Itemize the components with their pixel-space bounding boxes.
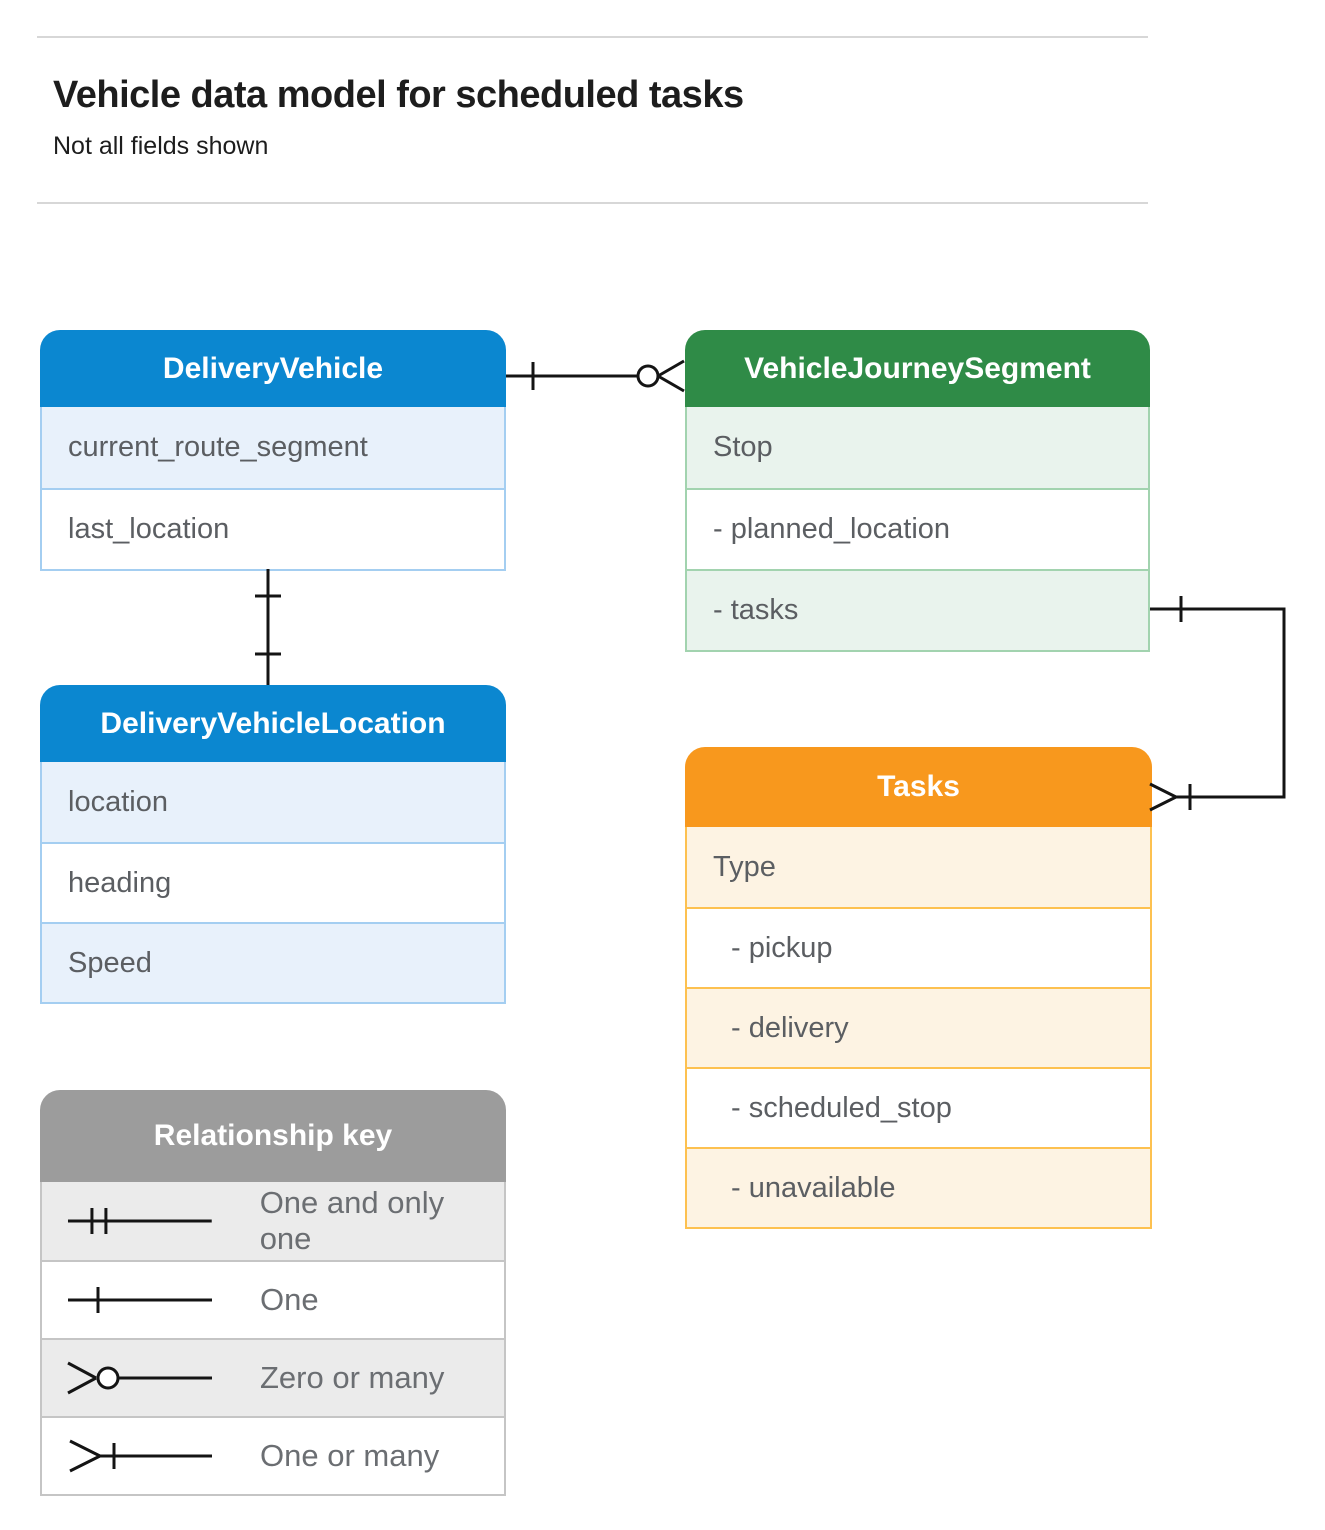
row-label: - unavailable xyxy=(731,1171,896,1204)
table-row: location xyxy=(42,762,504,842)
row-label: One and only one xyxy=(259,1185,445,1256)
connector-deliveryvehicle-vehiclejourneysegment xyxy=(506,359,685,393)
table-body: Type - pickup - delivery - scheduled_stop - … xyxy=(685,827,1152,1229)
table-header: DeliveryVehicle xyxy=(40,330,506,407)
table-row: One or many xyxy=(42,1416,504,1494)
top-divider xyxy=(37,36,1148,38)
crow-foot-icon xyxy=(1149,782,1177,812)
row-label: location xyxy=(68,785,168,818)
zero-circle-icon xyxy=(636,364,660,388)
title-divider xyxy=(37,202,1148,204)
row-label: last_location xyxy=(68,513,230,545)
table-row: - tasks xyxy=(687,569,1148,650)
row-label: - tasks xyxy=(713,594,799,626)
table-header: Relationship key xyxy=(40,1090,506,1182)
table-row: Zero or many xyxy=(42,1338,504,1416)
table-body: Stop - planned_location - tasks xyxy=(685,407,1150,652)
page-title: Vehicle data model for scheduled tasks xyxy=(53,74,744,116)
table-row: heading xyxy=(42,842,504,922)
row-label: - pickup xyxy=(731,931,833,964)
table-row: - unavailable xyxy=(687,1147,1150,1227)
table-row: - planned_location xyxy=(687,488,1148,569)
one-icon xyxy=(68,1287,212,1313)
table-row: One and only one xyxy=(42,1182,504,1260)
row-label: - delivery xyxy=(731,1011,849,1044)
table-row: Stop xyxy=(687,407,1148,488)
row-label: current_route_segment xyxy=(68,431,368,463)
row-label: heading xyxy=(68,866,172,899)
row-label: - scheduled_stop xyxy=(731,1091,952,1124)
connector-deliveryvehicle-deliveryvehiclelocation xyxy=(255,569,281,685)
table-row: - delivery xyxy=(687,987,1150,1067)
row-label: Stop xyxy=(713,431,773,463)
row-label: Zero or many xyxy=(260,1360,445,1395)
table-row: - scheduled_stop xyxy=(687,1067,1150,1147)
page-subtitle: Not all fields shown xyxy=(53,132,269,160)
table-row: One xyxy=(42,1260,504,1338)
entity-table-tasks: Tasks Type - pickup - delivery - scheduled_… xyxy=(685,747,1152,1229)
entity-table-vehicle-journey-segment: VehicleJourneySegment Stop - planned_loca… xyxy=(685,330,1150,652)
row-label: One or many xyxy=(260,1438,440,1473)
table-row: last_location xyxy=(42,488,504,569)
one-and-only-one-icon xyxy=(67,1208,212,1234)
table-body: current_route_segment last_location xyxy=(40,407,506,571)
zero-or-many-icon xyxy=(67,1361,212,1395)
table-row: Type xyxy=(687,827,1150,907)
row-label: One xyxy=(260,1282,319,1317)
table-row: Speed xyxy=(42,922,504,1002)
row-label: Type xyxy=(713,850,776,883)
one-or-many-icon xyxy=(69,1439,212,1473)
table-row: - pickup xyxy=(687,907,1150,987)
table-header: DeliveryVehicleLocation xyxy=(40,685,506,762)
connector-vehiclejourneysegment-tasks xyxy=(1149,596,1286,812)
table-header: VehicleJourneySegment xyxy=(685,330,1150,407)
row-label: Speed xyxy=(68,946,152,979)
table-row: current_route_segment xyxy=(42,407,504,488)
crow-foot-icon xyxy=(657,359,685,393)
row-label: - planned_location xyxy=(713,513,951,545)
table-header: Tasks xyxy=(685,747,1152,827)
